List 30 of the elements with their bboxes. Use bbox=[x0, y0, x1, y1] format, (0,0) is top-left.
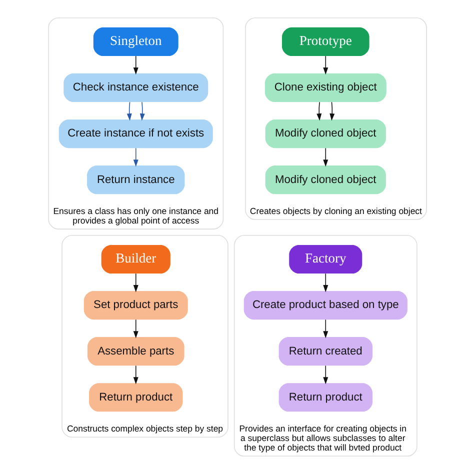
node-box: Prototype bbox=[281, 27, 369, 56]
arrow bbox=[322, 56, 328, 75]
arrow bbox=[132, 148, 138, 167]
arrow bbox=[322, 319, 328, 338]
node-box: Return product bbox=[88, 383, 182, 412]
arrow bbox=[322, 273, 328, 292]
node-box: Return created bbox=[278, 337, 372, 366]
node-box: Create product based on type bbox=[243, 291, 407, 320]
node-box: Create instance if not exists bbox=[58, 120, 212, 148]
node-box: Return instance bbox=[86, 166, 184, 194]
arrow bbox=[322, 365, 328, 384]
node-box: Modify cloned object bbox=[264, 120, 386, 148]
node-box: Return product bbox=[278, 383, 372, 412]
node-box: Modify cloned object bbox=[264, 166, 386, 194]
node-box: Clone existing object bbox=[264, 73, 386, 102]
node-box: Set product parts bbox=[83, 291, 188, 320]
arrow bbox=[132, 273, 138, 292]
arrow bbox=[316, 102, 322, 121]
node-box: Singleton bbox=[92, 27, 178, 56]
node-box: Builder bbox=[100, 244, 170, 274]
node-box: Factory bbox=[288, 244, 362, 274]
arrow bbox=[132, 365, 138, 384]
arrow bbox=[322, 148, 328, 167]
node-box: Assemble parts bbox=[86, 337, 184, 366]
arrow bbox=[126, 102, 132, 121]
arrow bbox=[139, 102, 144, 121]
arrow bbox=[132, 56, 138, 75]
node-box: Check instance existence bbox=[63, 73, 208, 102]
arrow bbox=[329, 102, 334, 121]
arrow bbox=[132, 319, 138, 338]
